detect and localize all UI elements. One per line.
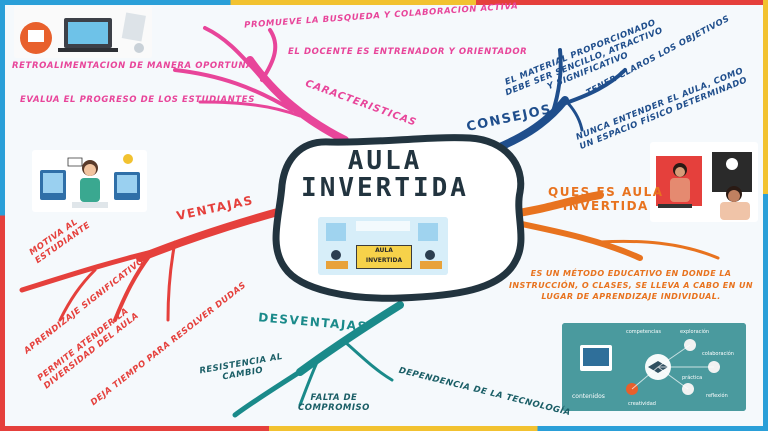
pink-branch-twig-3 bbox=[173, 68, 294, 112]
infographic-label-colaboracion: colaboración bbox=[702, 351, 734, 357]
two-people-illustration bbox=[650, 142, 758, 222]
pink-branch-twig-2 bbox=[260, 28, 278, 82]
navy-branch-twig-1 bbox=[550, 48, 563, 117]
orange-branch-twig-2 bbox=[598, 239, 720, 260]
flipped-classroom-infographic: competencias exploración colaboración co… bbox=[562, 323, 746, 411]
quees-heading: QUES ES AULA INVERTIDA bbox=[548, 185, 664, 213]
pink-branch-twig-4 bbox=[198, 100, 302, 118]
infographic-label-competencias: competencias bbox=[626, 329, 661, 335]
frame-left-border bbox=[0, 0, 5, 431]
frame-right-border bbox=[763, 0, 768, 431]
teal-branch-twig-2 bbox=[298, 358, 320, 407]
teacher-illustration bbox=[32, 150, 147, 212]
infographic-label-contenidos: contenidos bbox=[572, 393, 605, 400]
red-branch-twig-1 bbox=[19, 247, 163, 293]
pink-branch-main bbox=[246, 56, 349, 144]
desventaja-item-2: FALTA DE COMPROMISO bbox=[298, 393, 370, 413]
red-branch-twig-3 bbox=[166, 240, 177, 322]
red-branch-twig-4 bbox=[58, 268, 97, 322]
central-title-line-2: INVERTIDA bbox=[301, 173, 469, 204]
orange-branch-twig-1 bbox=[509, 219, 643, 261]
caracteristica-item-2: EL DOCENTE ES ENTRENADOR Y ORIENTADOR bbox=[288, 47, 528, 57]
central-title: AULA INVERTIDA bbox=[300, 146, 470, 204]
frame-bottom-border bbox=[0, 426, 768, 431]
frame-top-border bbox=[0, 0, 768, 5]
caracteristica-item-3: RETROALIMENTACION DE MANERA OPORTUNA bbox=[12, 61, 254, 71]
quees-text: ES UN MÉTODO EDUCATIVO EN DONDE LA INSTR… bbox=[509, 269, 753, 302]
center-classroom-illustration: AULA INVERTIDA bbox=[318, 217, 448, 275]
infographic-label-reflexion: reflexión bbox=[706, 393, 728, 399]
pink-branch-twig-1 bbox=[203, 26, 264, 80]
infographic-label-practica: práctica bbox=[682, 375, 703, 381]
caracteristica-item-4: EVALUA EL PROGRESO DE LOS ESTUDIANTES bbox=[20, 95, 255, 105]
central-title-line-1: AULA bbox=[347, 146, 423, 176]
navy-branch-twig-3 bbox=[563, 98, 584, 132]
teal-branch-twig-1 bbox=[232, 359, 318, 418]
infographic-label-creatividad: creatividad bbox=[628, 401, 656, 407]
teal-branch-twig-3 bbox=[343, 340, 394, 382]
red-branch-twig-2 bbox=[113, 253, 152, 322]
infographic-label-exploracion: exploración bbox=[680, 329, 710, 335]
laptop-desk-illustration bbox=[14, 6, 152, 58]
center-classroom-sign: AULA INVERTIDA bbox=[356, 245, 412, 269]
